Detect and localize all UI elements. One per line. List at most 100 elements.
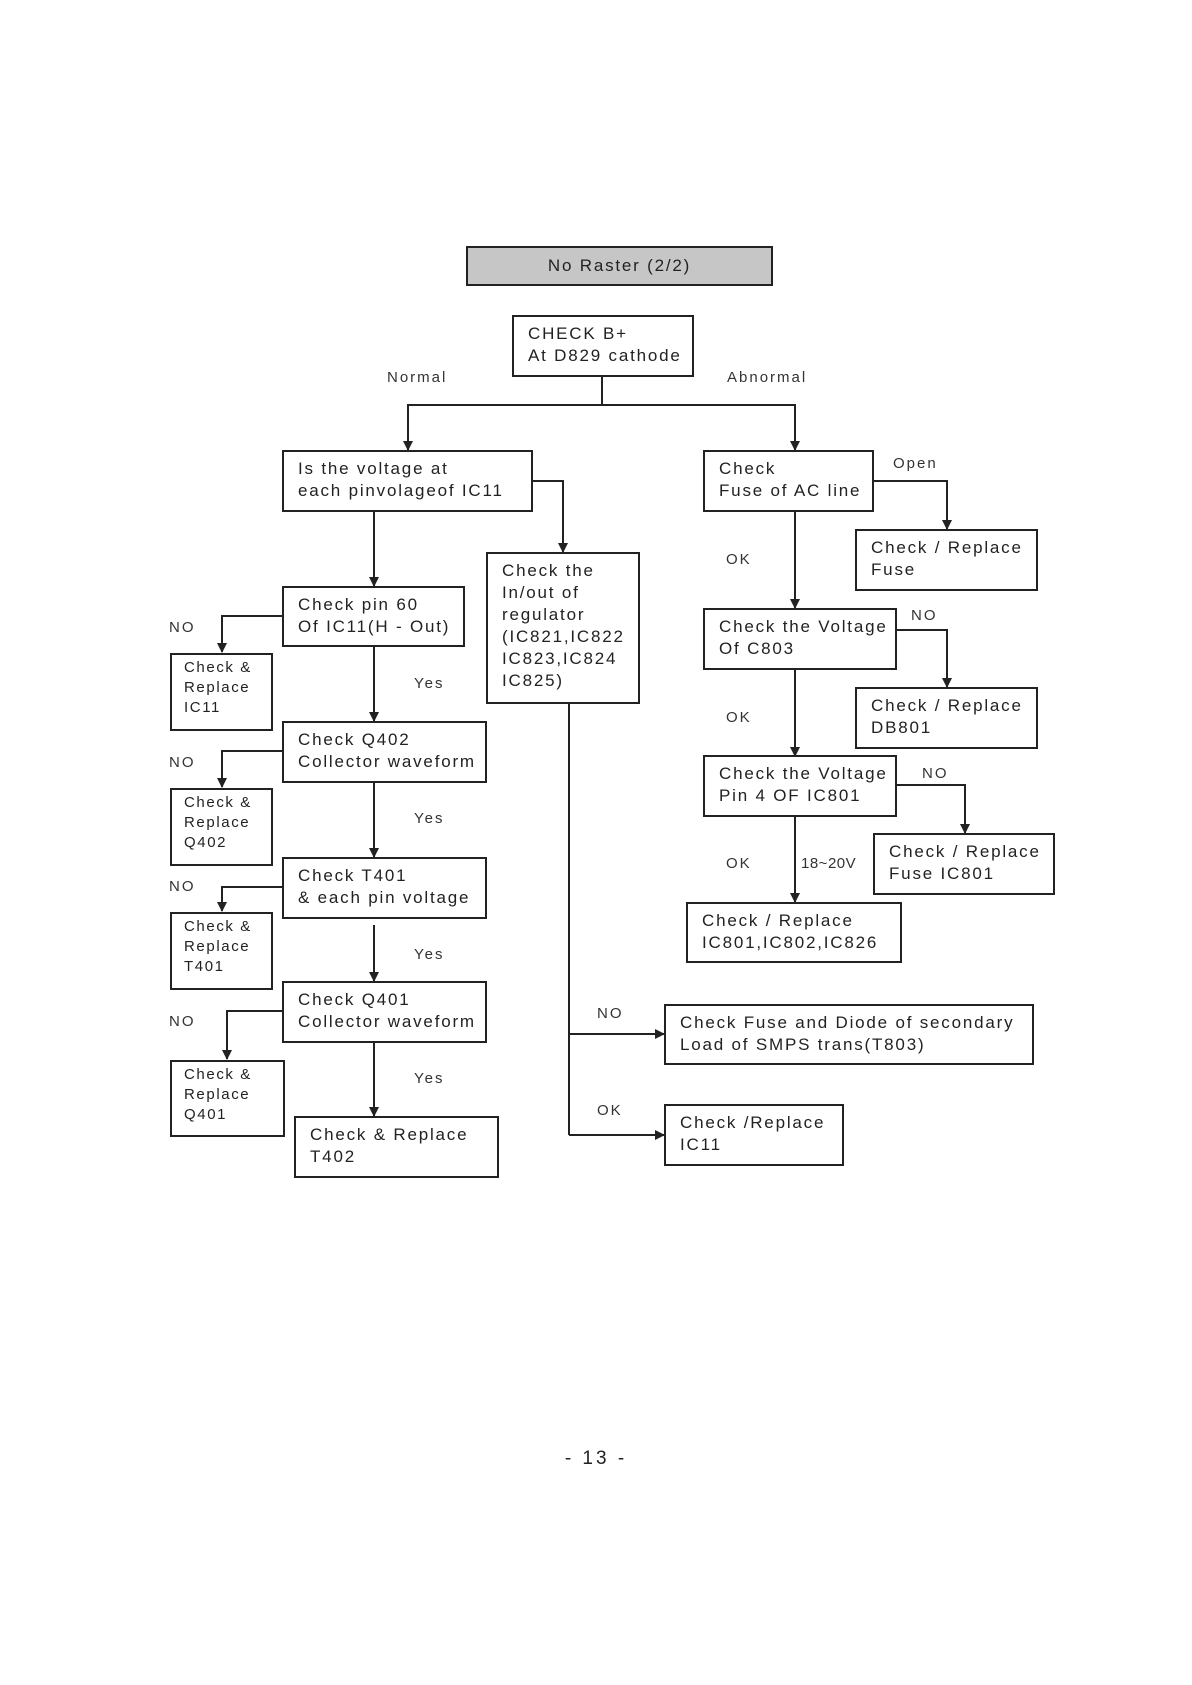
box-line: Fuse IC801 [889, 864, 995, 883]
replace-fuse-ic801-box: Check / Replace Fuse IC801 [873, 833, 1055, 895]
box-line: Check the Voltage [719, 764, 888, 783]
connector-normal-branch [403, 404, 602, 451]
check-regulator-box: Check the In/out of regulator (IC821,IC8… [486, 552, 640, 704]
box-line: each pinvolageof IC11 [298, 481, 504, 500]
box-line: Collector waveform [298, 1012, 476, 1031]
edge-label-open: Open [893, 455, 938, 472]
replace-t402-box: Check & Replace T402 [294, 1116, 499, 1178]
diagram-title: No Raster (2/2) [466, 246, 773, 286]
replace-ic11-left-box: Check & Replace IC11 [170, 653, 273, 731]
check-q402-box: Check Q402 Collector waveform [282, 721, 487, 783]
box-line: Check & [184, 794, 252, 811]
box-line: DB801 [871, 718, 932, 737]
edge-label-yes: Yes [414, 1070, 445, 1087]
box-line: Check / Replace [871, 538, 1023, 557]
check-b-plus-box: CHECK B+ At D829 cathode [512, 315, 694, 377]
box-line: (IC821,IC822 [502, 627, 625, 646]
replace-ic11-right-box: Check /Replace IC11 [664, 1104, 844, 1166]
check-voltage-c803-box: Check the Voltage Of C803 [703, 608, 897, 670]
connector-fuse-open [873, 480, 952, 530]
box-line: Check & [184, 1066, 252, 1083]
voltage-ic11-box: Is the voltage at each pinvolageof IC11 [282, 450, 533, 512]
replace-q401-box: Check & Replace Q401 [170, 1060, 285, 1137]
check-fuse-ac-box: Check Fuse of AC line [703, 450, 874, 512]
box-line: Replace [184, 938, 251, 955]
replace-fuse-box: Check / Replace Fuse [855, 529, 1038, 591]
box-line: Check [719, 459, 777, 478]
edge-label-range: 18~20V [801, 855, 857, 872]
box-line: IC823,IC824 [502, 649, 618, 668]
connector-pin4-no [896, 784, 970, 834]
box-line: T401 [184, 958, 225, 975]
box-line: At D829 cathode [528, 346, 682, 365]
replace-t401-box: Check & Replace T401 [170, 912, 273, 990]
connector-voltage-to-regulator [532, 480, 568, 553]
check-q401-box: Check Q401 Collector waveform [282, 981, 487, 1043]
edge-label-no: NO [922, 765, 949, 782]
edge-label-no: NO [169, 619, 196, 636]
box-line: Q401 [184, 1106, 228, 1123]
edge-label-no: NO [169, 1013, 196, 1030]
edge-label-ok: OK [726, 855, 752, 872]
box-line: Check & [184, 659, 252, 676]
box-line: Collector waveform [298, 752, 476, 771]
box-line: Load of SMPS trans(T803) [680, 1035, 926, 1054]
replace-db801-box: Check / Replace DB801 [855, 687, 1038, 749]
box-line: Check T401 [298, 866, 408, 885]
box-line: Check pin 60 [298, 595, 419, 614]
connector-pin60-no [217, 615, 283, 653]
box-line: Check Q401 [298, 990, 411, 1009]
edge-label-no: NO [597, 1005, 624, 1022]
box-line: Q402 [184, 834, 228, 851]
box-line: Check Fuse and Diode of secondary [680, 1013, 1015, 1032]
box-line: Check & Replace [310, 1125, 469, 1144]
box-line: Fuse of AC line [719, 481, 862, 500]
edge-label-no: NO [911, 607, 938, 624]
box-line: Fuse [871, 560, 916, 579]
edge-label-normal: Normal [387, 369, 448, 386]
box-line: In/out of [502, 583, 580, 602]
box-line: IC801,IC802,IC826 [702, 933, 879, 952]
box-line: Replace [184, 814, 251, 831]
box-line: & each pin voltage [298, 888, 471, 907]
edge-label-ok: OK [726, 551, 752, 568]
edge-label-yes: Yes [414, 810, 445, 827]
page-number: - 13 - [564, 1448, 628, 1469]
edge-label-ok: OK [726, 709, 752, 726]
connector-q401-no [222, 1010, 283, 1060]
box-line: Is the voltage at [298, 459, 449, 478]
edge-label-no: NO [169, 878, 196, 895]
check-pin60-box: Check pin 60 Of IC11(H - Out) [282, 586, 465, 647]
box-line: Check / Replace [702, 911, 854, 930]
connector-q402-no [217, 750, 283, 788]
edge-label-ok: OK [597, 1102, 623, 1119]
check-t401-box: Check T401 & each pin voltage [282, 857, 487, 919]
edge-label-yes: Yes [414, 946, 445, 963]
box-line: IC11 [184, 699, 221, 716]
edge-label-abnormal: Abnormal [727, 369, 808, 386]
connector-t401-no [217, 886, 283, 912]
box-line: Of C803 [719, 639, 795, 658]
box-line: Check the Voltage [719, 617, 888, 636]
box-line: IC11 [680, 1135, 722, 1154]
box-line: Check / Replace [889, 842, 1041, 861]
box-line: regulator [502, 605, 586, 624]
box-line: Check & [184, 918, 252, 935]
box-line: Check Q402 [298, 730, 411, 749]
box-line: Replace [184, 1086, 251, 1103]
connector-abnormal-branch [602, 404, 800, 451]
box-line: Check /Replace [680, 1113, 826, 1132]
box-line: Check / Replace [871, 696, 1023, 715]
box-line: IC825) [502, 671, 564, 690]
connector-c803-no [896, 629, 952, 688]
box-line: T402 [310, 1147, 356, 1166]
box-line: Check the [502, 561, 595, 580]
edge-label-no: NO [169, 754, 196, 771]
replace-q402-box: Check & Replace Q402 [170, 788, 273, 866]
box-line: Pin 4 OF IC801 [719, 786, 862, 805]
edge-label-yes: Yes [414, 675, 445, 692]
check-voltage-pin4-box: Check the Voltage Pin 4 OF IC801 [703, 755, 897, 817]
box-line: CHECK B+ [528, 324, 628, 343]
